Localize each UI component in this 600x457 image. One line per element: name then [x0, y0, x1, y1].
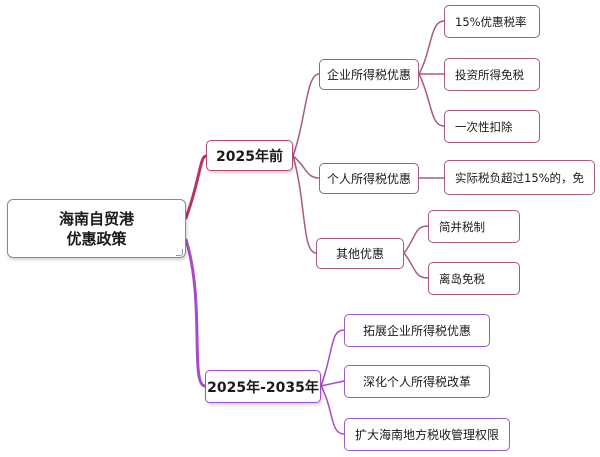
sub-branch-label: 其他优惠: [335, 247, 384, 261]
leaf-one-time-deduction[interactable]: 一次性扣除: [444, 110, 540, 143]
branch-label: 2025年-2035年: [207, 379, 319, 396]
connector-root-to-2025-2035: [184, 238, 207, 388]
connector-to-personal: [292, 155, 320, 179]
branch-label: 2025年前: [216, 148, 283, 165]
leaf-label: 投资所得免税: [455, 67, 524, 82]
connector-to-other: [292, 155, 317, 254]
sub-branch-label: 企业所得税优惠: [326, 68, 411, 82]
leaf-15-percent-rate[interactable]: 15%优惠税率: [444, 5, 540, 38]
branch-before-2025[interactable]: 2025年前: [206, 140, 293, 171]
connector-to-duty-free: [403, 252, 429, 279]
leaf-simplified-tax-system[interactable]: 简并税制: [428, 210, 520, 243]
branch-2025-to-2035[interactable]: 2025年-2035年: [205, 370, 321, 403]
root-title-line1: 海南自贸港: [58, 209, 134, 228]
sub-branch-corporate-income-tax[interactable]: 企业所得税优惠: [319, 59, 419, 90]
sub-branch-label: 深化个人所得税改革: [362, 375, 471, 389]
sub-branch-other-benefits[interactable]: 其他优惠: [316, 238, 404, 269]
sub-branch-personal-income-tax[interactable]: 个人所得税优惠: [319, 163, 419, 194]
sub-branch-label: 扩大海南地方税收管理权限: [354, 428, 499, 442]
leaf-label: 一次性扣除: [455, 119, 513, 134]
connector-to-corporate: [292, 73, 320, 157]
leaf-tax-burden-over-15[interactable]: 实际税负超过15%的，免: [444, 160, 595, 195]
sub-branch-label: 个人所得税优惠: [326, 172, 411, 186]
connector-to-local-authority: [320, 385, 345, 435]
sub-branch-local-tax-authority[interactable]: 扩大海南地方税收管理权限: [344, 418, 510, 451]
connector-to-simplified: [403, 225, 429, 254]
leaf-offshore-duty-free[interactable]: 离岛免税: [428, 262, 520, 295]
sub-branch-expand-corporate-tax[interactable]: 拓展企业所得税优惠: [344, 314, 490, 347]
connector-to-expand-corporate: [320, 329, 345, 387]
leaf-label: 15%优惠税率: [455, 14, 527, 29]
connector-to-deduction: [418, 73, 445, 127]
connector-to-deepen-personal: [320, 380, 345, 387]
connector-root-to-before-2025: [184, 154, 208, 220]
sub-branch-label: 拓展企业所得税优惠: [362, 324, 471, 338]
leaf-label: 离岛免税: [439, 271, 485, 286]
root-title-line2: 优惠政策: [66, 229, 127, 248]
sub-branch-deepen-personal-tax-reform[interactable]: 深化个人所得税改革: [344, 365, 490, 398]
leaf-label: 实际税负超过15%的，免: [455, 170, 585, 185]
node-corner-mark-icon: [176, 249, 183, 256]
leaf-investment-income-exempt[interactable]: 投资所得免税: [444, 58, 540, 91]
root-node[interactable]: 海南自贸港 优惠政策: [7, 199, 186, 258]
leaf-label: 简并税制: [439, 219, 485, 234]
connector-to-15-rate: [418, 20, 445, 75]
